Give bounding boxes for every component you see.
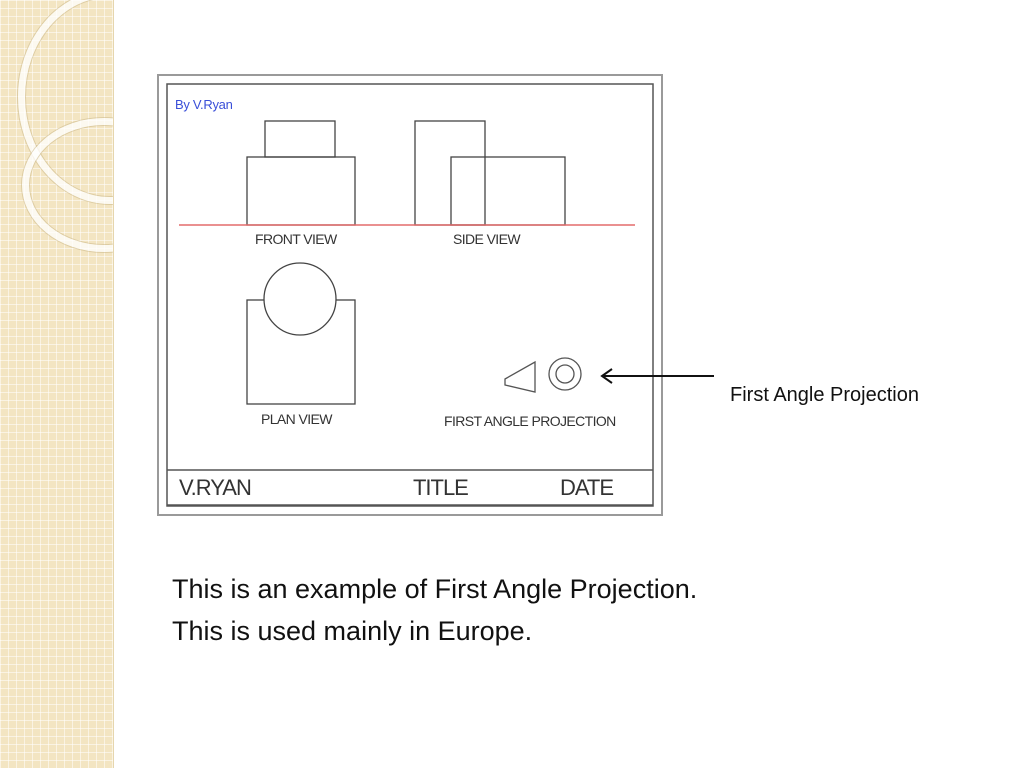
projection-label: FIRST ANGLE PROJECTION: [444, 413, 616, 429]
front-view: [246, 120, 356, 226]
concentric-circles-icon: [548, 357, 582, 391]
title-block-date: DATE: [559, 475, 614, 500]
callout-label: First Angle Projection: [730, 384, 919, 406]
drawing-sheet: By V.Ryan FRONT VIEW SIDE VIEW PLAN VIEW…: [157, 74, 663, 516]
callout-arrow: [600, 368, 714, 384]
inner-border: [166, 83, 654, 507]
side-view-label: SIDE VIEW: [453, 231, 521, 247]
arrow-head-icon: [600, 368, 613, 384]
title-block-name: V.RYAN: [179, 475, 252, 500]
title-block-title: TITLE: [412, 475, 469, 500]
front-view-label: FRONT VIEW: [255, 231, 337, 247]
orthographic-drawing: [166, 83, 654, 507]
plan-view: [246, 262, 356, 405]
plan-view-label: PLAN VIEW: [261, 411, 332, 427]
caption-line-1: This is an example of First Angle Projec…: [172, 574, 698, 604]
truncated-cone-icon: [504, 360, 536, 393]
author-credit: By V.Ryan: [175, 97, 233, 112]
title-block: V.RYAN TITLE DATE: [167, 471, 653, 505]
decorative-side-strip: [0, 0, 114, 768]
side-view: [414, 120, 566, 226]
caption: This is an example of First Angle Projec…: [172, 568, 697, 652]
caption-line-2: This is used mainly in Europe.: [172, 616, 533, 646]
first-angle-projection-symbol: [504, 357, 582, 393]
